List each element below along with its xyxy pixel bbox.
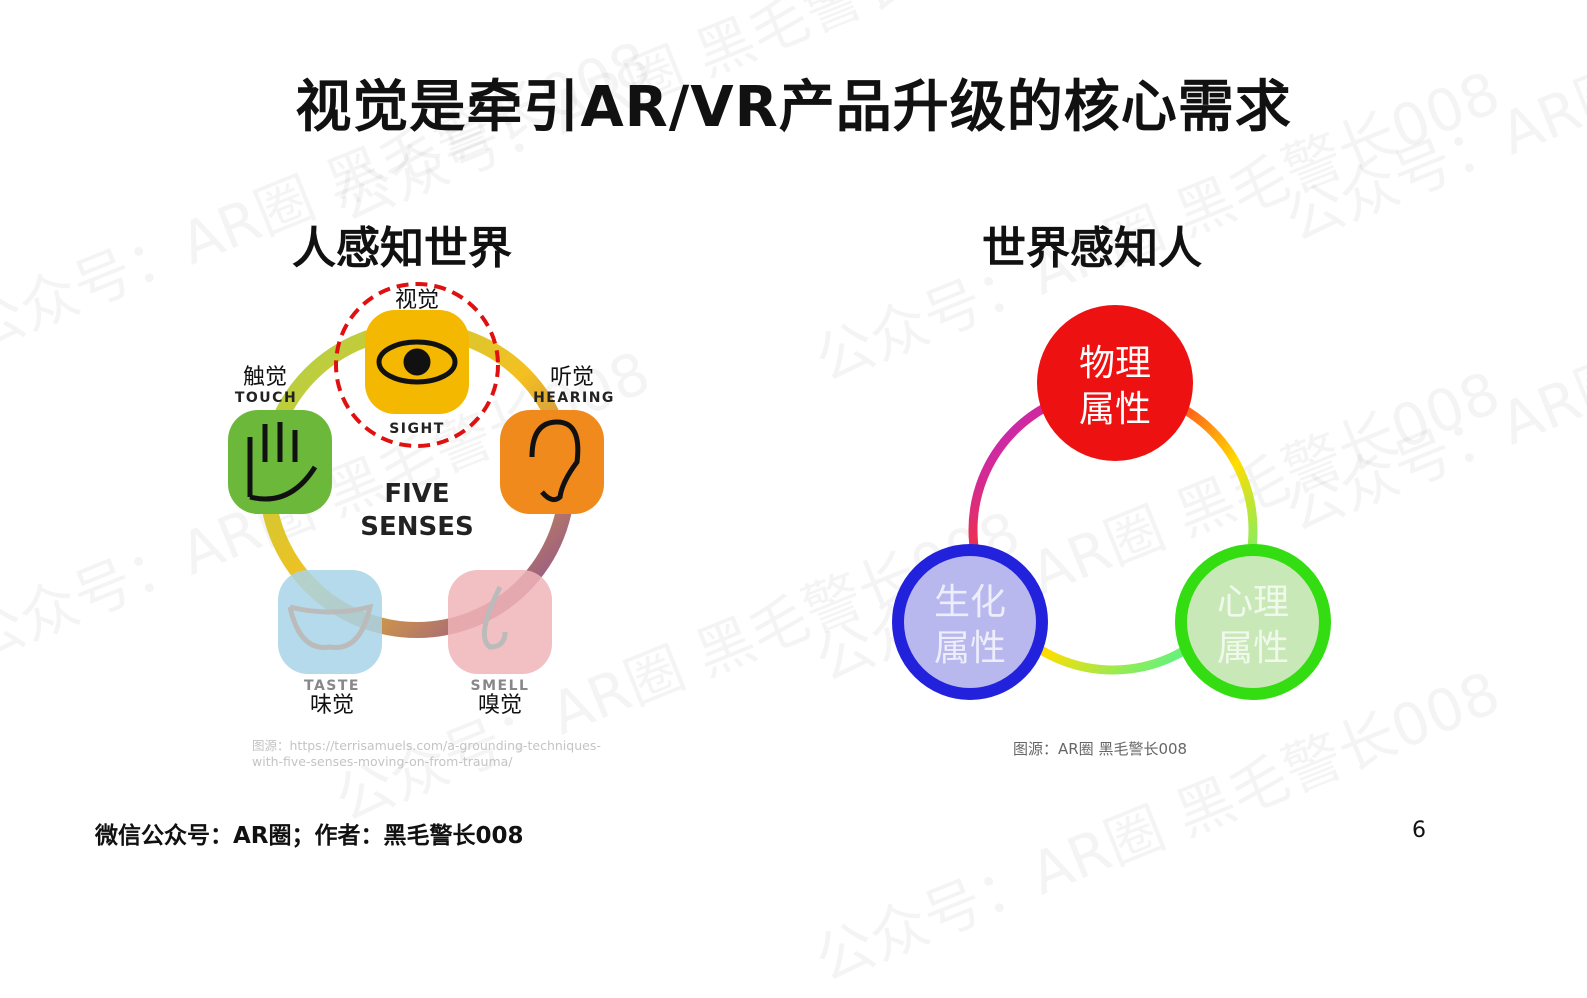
source-line: with-five-senses-moving-on-from-trauma/ bbox=[252, 754, 513, 769]
eye-icon bbox=[376, 339, 458, 385]
attribute-label: 心理 bbox=[1217, 582, 1289, 623]
left-heading: 人感知世界 bbox=[292, 223, 512, 274]
sense-en-label: HEARING bbox=[533, 390, 615, 406]
sense-en-label: SIGHT bbox=[389, 421, 445, 437]
sense-tile bbox=[278, 570, 382, 674]
sense-en-label: TOUCH bbox=[235, 390, 297, 406]
right-source: 图源：AR圈 黑毛警长008 bbox=[1013, 740, 1188, 758]
sense-cn-label: 嗅觉 bbox=[478, 693, 522, 718]
slide-title: 视觉是牵引AR/VR产品升级的核心需求 bbox=[295, 75, 1292, 140]
sense-cn-label: 味觉 bbox=[310, 693, 354, 718]
tongue-icon bbox=[287, 603, 374, 650]
sense-en-label: SMELL bbox=[471, 678, 530, 694]
hand-icon bbox=[247, 422, 318, 502]
sense-sight: 视觉 SIGHT bbox=[365, 288, 469, 437]
footer-credit: 微信公众号：AR圈；作者：黑毛警长008 bbox=[95, 823, 524, 849]
attribute-label: 属性 bbox=[934, 628, 1006, 669]
highlight-dashed-circle bbox=[334, 282, 500, 448]
left-source: 图源：https://terrisamuels.com/a-grounding-… bbox=[252, 738, 601, 770]
attribute-label: 生化 bbox=[934, 582, 1006, 623]
ear-icon bbox=[529, 419, 581, 503]
sense-en-label: TASTE bbox=[304, 678, 360, 694]
sense-cn-label: 听觉 bbox=[550, 365, 594, 390]
center-label-line2: SENSES bbox=[360, 512, 473, 542]
right-heading: 世界感知人 bbox=[982, 223, 1202, 274]
source-line: 图源：https://terrisamuels.com/a-grounding-… bbox=[252, 738, 601, 753]
attribute-label: 物理 bbox=[1079, 343, 1151, 384]
attribute-label: 属性 bbox=[1079, 389, 1151, 430]
nose-icon bbox=[481, 585, 508, 650]
center-label-line1: FIVE bbox=[384, 479, 449, 509]
sense-cn-label: 视觉 bbox=[395, 288, 439, 313]
sense-cn-label: 触觉 bbox=[243, 365, 287, 390]
attribute-label: 属性 bbox=[1217, 628, 1289, 669]
page-number: 6 bbox=[1412, 818, 1426, 843]
sense-tile bbox=[448, 570, 552, 674]
